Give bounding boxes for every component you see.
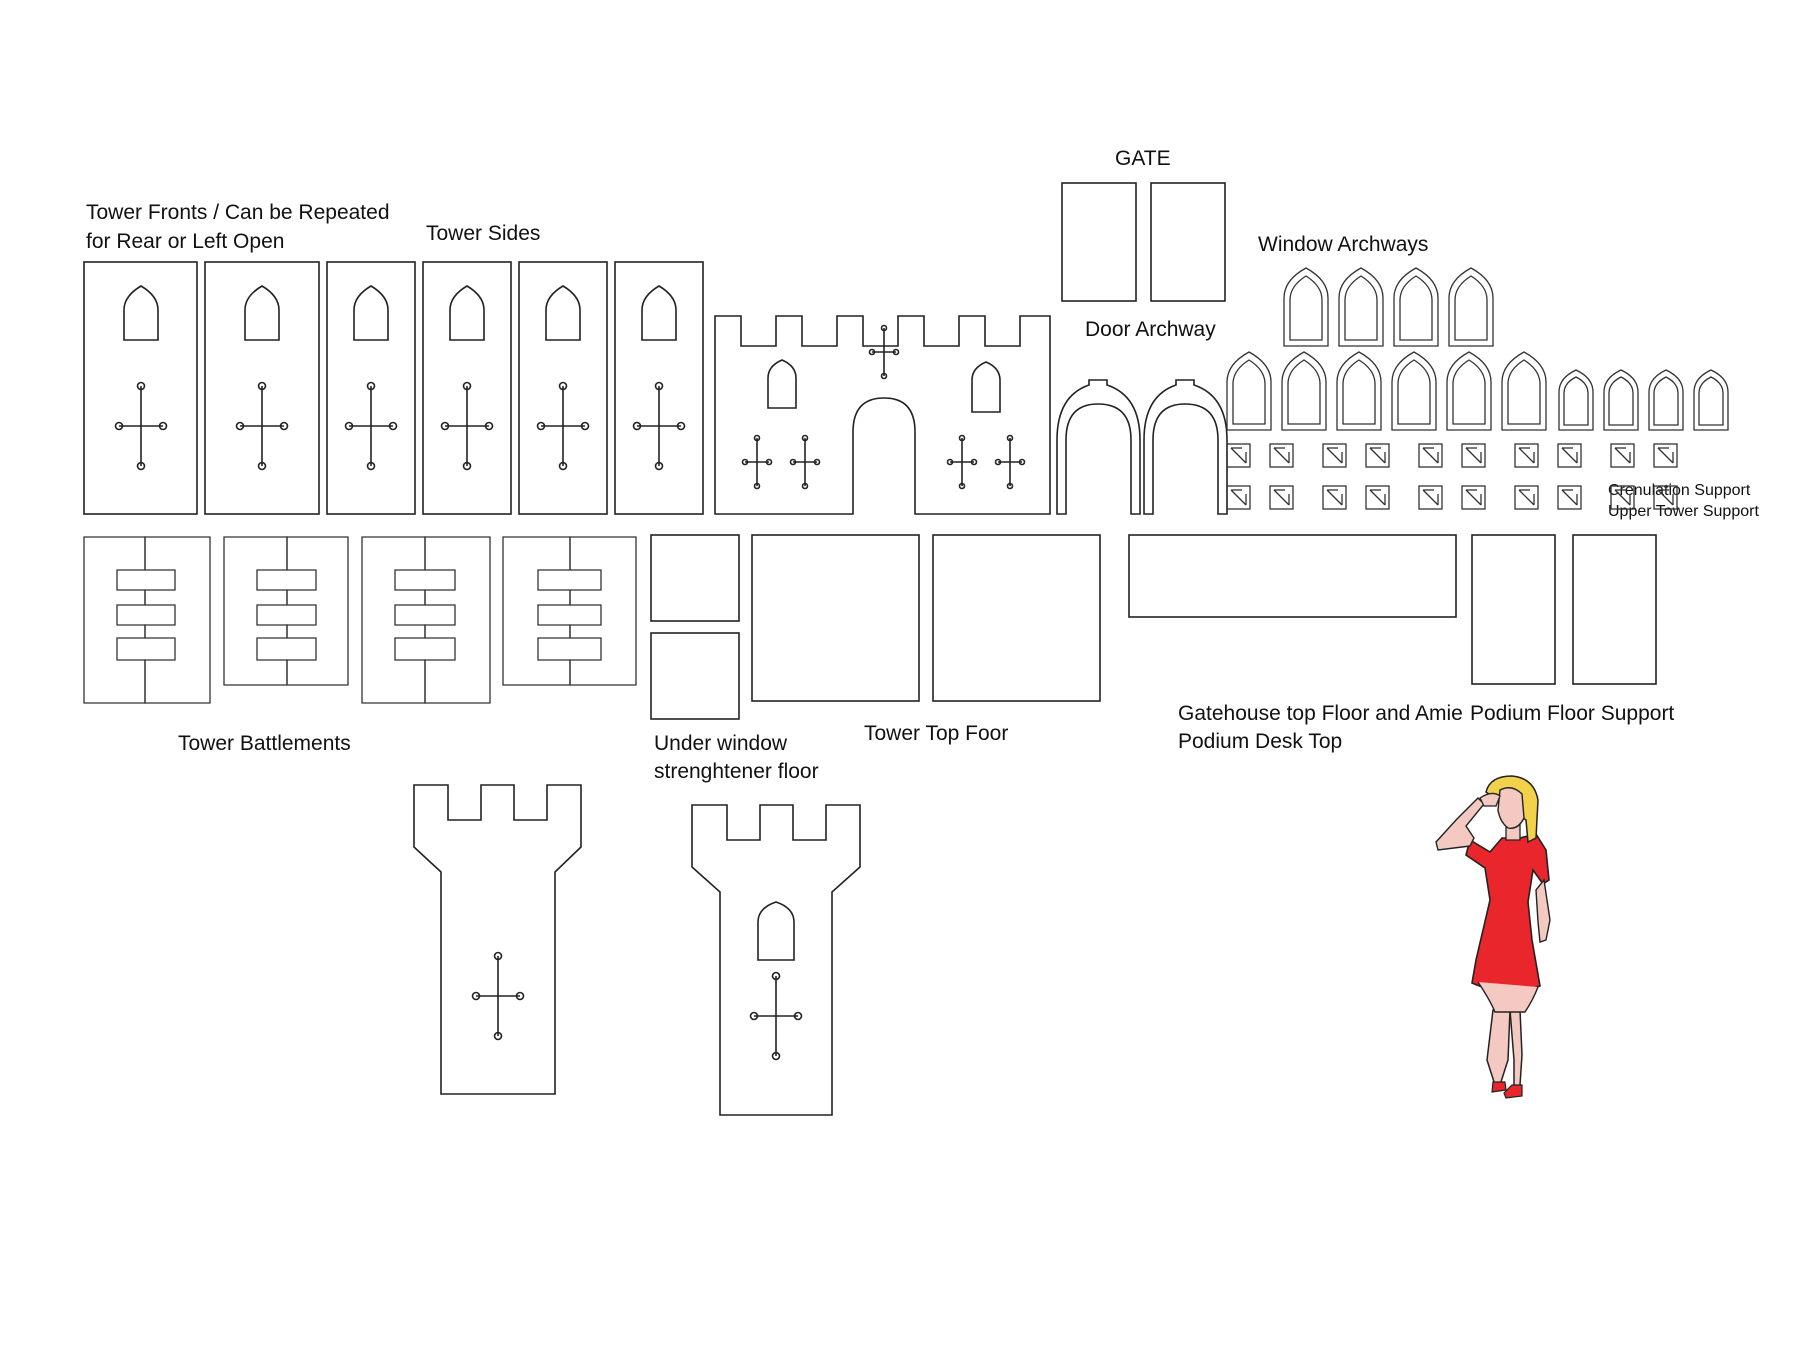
gatehouse-top-floor-piece — [1128, 534, 1457, 618]
podium-floor-support-piece — [1471, 534, 1556, 685]
crenulation-support-label: Crenulation Support — [1608, 482, 1751, 499]
tower-battlements-label: Tower Battlements — [178, 732, 351, 755]
tower-fronts-label-2: for Rear or Left Open — [86, 230, 284, 253]
upper-tower-support-label: Upper Tower Support — [1608, 503, 1759, 520]
woman-figure-icon — [1435, 775, 1551, 1099]
gate-panel — [1061, 182, 1137, 302]
door-archway-label: Door Archway — [1085, 318, 1216, 341]
tower-fronts-label-1: Tower Fronts / Can be Repeated — [86, 201, 390, 224]
window-archway-piece — [1393, 267, 1439, 347]
gate-label: GATE — [1115, 147, 1171, 170]
window-archway-small-piece — [1693, 369, 1729, 431]
gatehouse-label-2: Podium Desk Top — [1178, 730, 1342, 753]
tower-top-floor-piece — [932, 534, 1101, 702]
tower-battlement-piece — [223, 536, 349, 686]
gatehouse-front-panel — [714, 315, 1051, 515]
tower-battlement-piece — [361, 536, 491, 704]
tower-battlement-piece — [502, 536, 637, 686]
window-archway-piece — [1338, 267, 1384, 347]
crenulation-support-row — [1226, 443, 1678, 468]
window-archway-small-piece — [1603, 369, 1639, 431]
gate-panel — [1150, 182, 1226, 302]
window-archway-piece — [1283, 267, 1329, 347]
podium-floor-support-label: Podium Floor Support — [1470, 702, 1674, 725]
tower-side-panel — [614, 261, 704, 515]
tower-top-floor-piece — [751, 534, 920, 702]
window-archway-small-piece — [1648, 369, 1684, 431]
window-archway-piece — [1226, 351, 1272, 431]
window-archway-piece — [1448, 267, 1494, 347]
under-window-label-2: strenghtener floor — [654, 760, 819, 783]
window-archway-small-piece — [1558, 369, 1594, 431]
tower-side-panel — [518, 261, 608, 515]
tower-top-silhouette — [413, 784, 582, 1095]
door-archway-piece — [1056, 379, 1141, 515]
tower-front-panel — [326, 261, 416, 515]
tower-top-silhouette — [691, 804, 861, 1116]
under-window-label-1: Under window — [654, 732, 788, 755]
tower-front-panel — [204, 261, 320, 515]
window-archway-piece — [1391, 351, 1437, 431]
under-window-floor-piece — [650, 534, 740, 622]
window-archway-piece — [1336, 351, 1382, 431]
tower-front-panel — [83, 261, 198, 515]
gatehouse-label-1: Gatehouse top Floor and Amie — [1178, 702, 1463, 725]
tower-sides-label: Tower Sides — [426, 222, 540, 245]
window-archway-piece — [1501, 351, 1547, 431]
tower-side-panel — [422, 261, 512, 515]
tower-battlement-piece — [83, 536, 211, 704]
podium-floor-support-piece — [1572, 534, 1657, 685]
window-archways-label: Window Archways — [1258, 233, 1428, 256]
window-archway-piece — [1281, 351, 1327, 431]
window-archway-piece — [1446, 351, 1492, 431]
under-window-floor-piece — [650, 632, 740, 720]
door-archway-piece — [1143, 379, 1228, 515]
tower-top-floor-label: Tower Top Foor — [864, 722, 1008, 745]
